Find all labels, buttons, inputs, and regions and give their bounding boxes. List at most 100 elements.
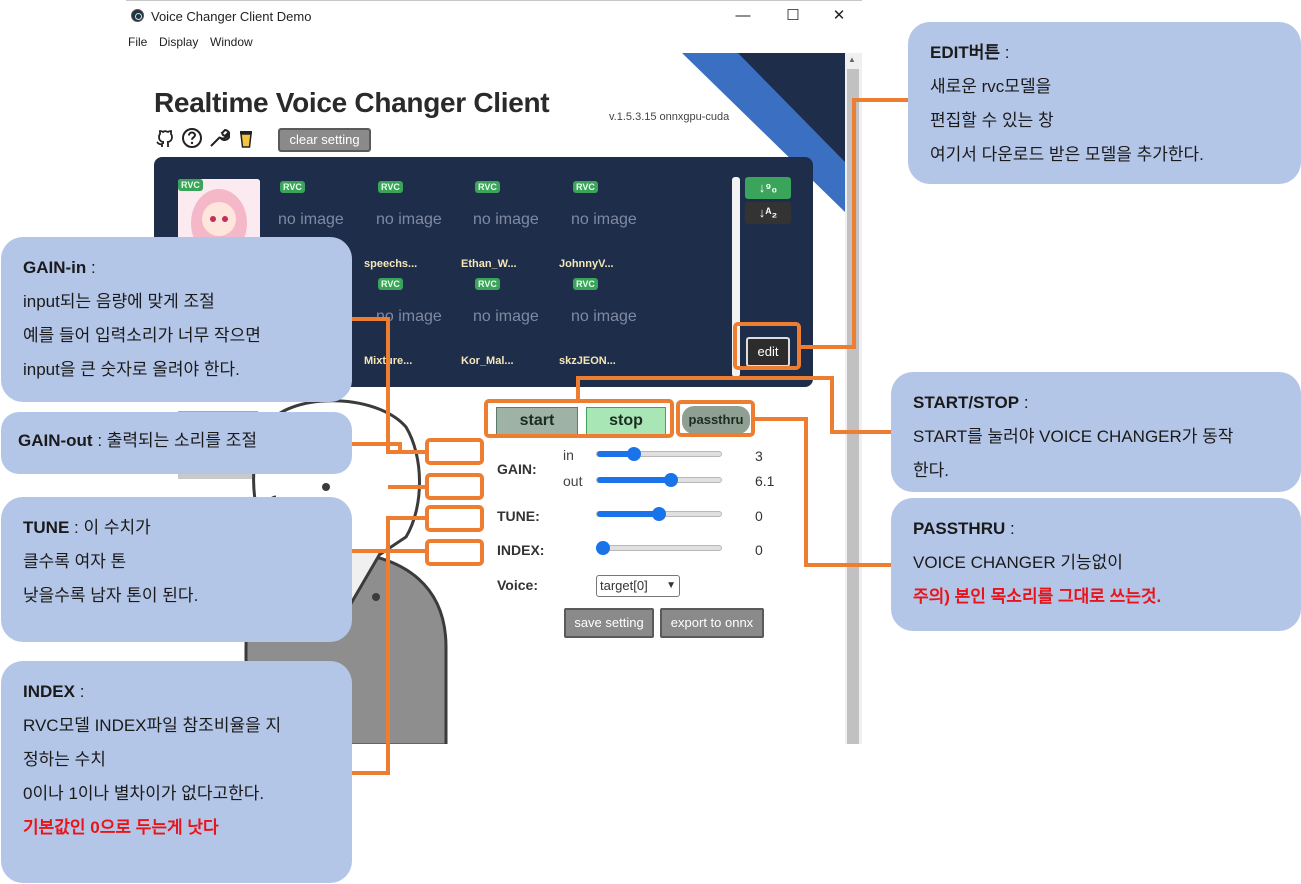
scroll-up-arrow[interactable]: ▲: [848, 55, 856, 64]
index-value: 0: [755, 542, 763, 558]
callout-warning: 주의) 본인 목소리를 그대로 쓰는것.: [913, 587, 1162, 606]
callout-start-stop: START/STOP : START를 눌러야 VOICE CHANGER가 동…: [891, 372, 1301, 492]
callout-line: 예를 들어 입력소리가 너무 작으면: [23, 326, 261, 345]
callout-gain-in: GAIN-in : input되는 음량에 맞게 조절 예를 들어 입력소리가 …: [1, 237, 352, 402]
title-bar: Voice Changer Client Demo — ☐ ✕: [126, 1, 862, 31]
gain-in-value: 3: [755, 448, 763, 464]
app-icon: [131, 9, 144, 22]
gain-out-value: 6.1: [755, 473, 775, 489]
no-image-label: no image: [473, 308, 539, 325]
callout-line: 정하는 수치: [23, 750, 106, 769]
wrench-icon[interactable]: [208, 127, 230, 149]
model-name: Kor_Mal...: [461, 355, 514, 367]
model-slot[interactable]: RVC no image Mixture...: [364, 278, 466, 368]
model-slot[interactable]: RVC no image: [278, 181, 368, 271]
rvc-badge: RVC: [378, 181, 403, 193]
gain-out-label: out: [563, 473, 583, 489]
chevron-down-icon: ▼: [666, 580, 676, 591]
gain-in-highlight: [425, 438, 484, 465]
callout-title: GAIN-out: [18, 431, 93, 450]
voice-select[interactable]: target[0] ▼: [596, 575, 680, 597]
no-image-label: no image: [376, 308, 442, 325]
rvc-badge: RVC: [280, 181, 305, 193]
help-icon[interactable]: [181, 127, 203, 149]
no-image-label: no image: [473, 211, 539, 228]
callout-line: input되는 음량에 맞게 조절: [23, 292, 215, 311]
gain-out-highlight: [425, 473, 484, 500]
page-title: Realtime Voice Changer Client: [154, 87, 550, 118]
callout-line: VOICE CHANGER 기능없이: [913, 553, 1123, 572]
minimize-button[interactable]: —: [735, 7, 751, 24]
callout-line: 새로운 rvc모델을: [930, 77, 1052, 96]
model-slot[interactable]: RVC no image Ethan_W...: [461, 181, 563, 271]
rvc-badge: RVC: [178, 179, 203, 191]
callout-line: START를 눌러야 VOICE CHANGER가 동작: [913, 427, 1234, 446]
gain-label: GAIN:: [497, 461, 537, 477]
callout-warning: 기본값인 0으로 두는게 낫다: [23, 818, 219, 837]
close-button[interactable]: ✕: [832, 7, 846, 24]
callout-gain-out: GAIN-out : 출력되는 소리를 조절: [1, 412, 352, 474]
gain-in-label: in: [563, 447, 574, 463]
window-title: Voice Changer Client Demo: [151, 9, 312, 24]
callout-line: 한다.: [913, 461, 950, 480]
callout-title: START/STOP: [913, 393, 1020, 412]
start-button[interactable]: start: [496, 407, 578, 435]
model-name: skzJEON...: [559, 355, 616, 367]
window-scrollbar-thumb[interactable]: [847, 69, 859, 744]
tune-highlight: [425, 505, 484, 532]
rvc-badge: RVC: [573, 278, 598, 290]
rvc-badge: RVC: [475, 181, 500, 193]
coffee-icon[interactable]: [235, 127, 257, 149]
index-slider[interactable]: [596, 541, 722, 555]
model-name: Mixture...: [364, 355, 413, 367]
callout-line: 편집할 수 있는 창: [930, 111, 1054, 130]
rvc-badge: RVC: [378, 278, 403, 290]
export-onnx-button[interactable]: export to onnx: [660, 608, 764, 638]
callout-title: EDIT버튼: [930, 43, 1001, 62]
version-label: v.1.5.3.15 onnxgpu-cuda: [609, 111, 730, 123]
sort-numeric-button[interactable]: ↓⁹₀: [745, 177, 791, 199]
callout-line: 낮을수록 남자 톤이 된다.: [23, 586, 199, 605]
tune-slider[interactable]: [596, 507, 722, 521]
model-slot[interactable]: RVC no image Kor_Mal...: [461, 278, 563, 368]
github-icon[interactable]: [154, 127, 176, 149]
callout-tune: TUNE : 이 수치가 클수록 여자 톤 낮을수록 남자 톤이 된다.: [1, 497, 352, 642]
edit-highlight: [733, 322, 801, 370]
maximize-button[interactable]: ☐: [786, 7, 800, 24]
save-setting-button[interactable]: save setting: [564, 608, 654, 638]
callout-title: INDEX: [23, 682, 75, 701]
callout-line: 여기서 다운로드 받은 모델을 추가한다.: [930, 145, 1204, 164]
voice-label: Voice:: [497, 577, 538, 593]
menu-file[interactable]: File: [128, 35, 148, 49]
no-image-label: no image: [376, 211, 442, 228]
callout-line: 클수록 여자 톤: [23, 552, 127, 571]
callout-line: 출력되는 소리를 조절: [106, 431, 257, 450]
callout-line: 이 수치가: [83, 518, 151, 537]
model-name: JohnnyV...: [559, 258, 614, 270]
voice-selected-value: target[0]: [600, 578, 648, 593]
callout-title: PASSTHRU: [913, 519, 1006, 538]
menu-display[interactable]: Display: [159, 35, 199, 49]
model-slot[interactable]: RVC no image skzJEON...: [559, 278, 661, 368]
gain-out-slider[interactable]: [596, 473, 722, 487]
sort-alpha-button[interactable]: ↓ᴬ₂: [745, 202, 791, 224]
gain-in-slider[interactable]: [596, 447, 722, 461]
callout-passthru: PASSTHRU : VOICE CHANGER 기능없이 주의) 본인 목소리…: [891, 498, 1301, 631]
model-slot[interactable]: RVC no image JohnnyV...: [559, 181, 661, 271]
no-image-label: no image: [278, 211, 344, 228]
start-stop-highlight: [484, 399, 674, 438]
rvc-badge: RVC: [573, 181, 598, 193]
slot-panel-scrollbar[interactable]: [732, 177, 740, 377]
tune-value: 0: [755, 508, 763, 524]
model-name: Ethan_W...: [461, 258, 517, 270]
callout-title: TUNE: [23, 518, 70, 537]
menu-window[interactable]: Window: [210, 35, 253, 49]
model-slot[interactable]: RVC no image speechs...: [364, 181, 466, 271]
callout-index: INDEX : RVC모델 INDEX파일 참조비율을 지 정하는 수치 0이나…: [1, 661, 352, 883]
passthru-highlight: [676, 400, 755, 437]
callout-line: 0이나 1이나 별차이가 없다고한다.: [23, 784, 265, 803]
clear-setting-button[interactable]: clear setting: [278, 128, 371, 152]
tune-label: TUNE:: [497, 508, 540, 524]
model-name: speechs...: [364, 258, 418, 270]
callout-title: GAIN-in: [23, 258, 87, 277]
